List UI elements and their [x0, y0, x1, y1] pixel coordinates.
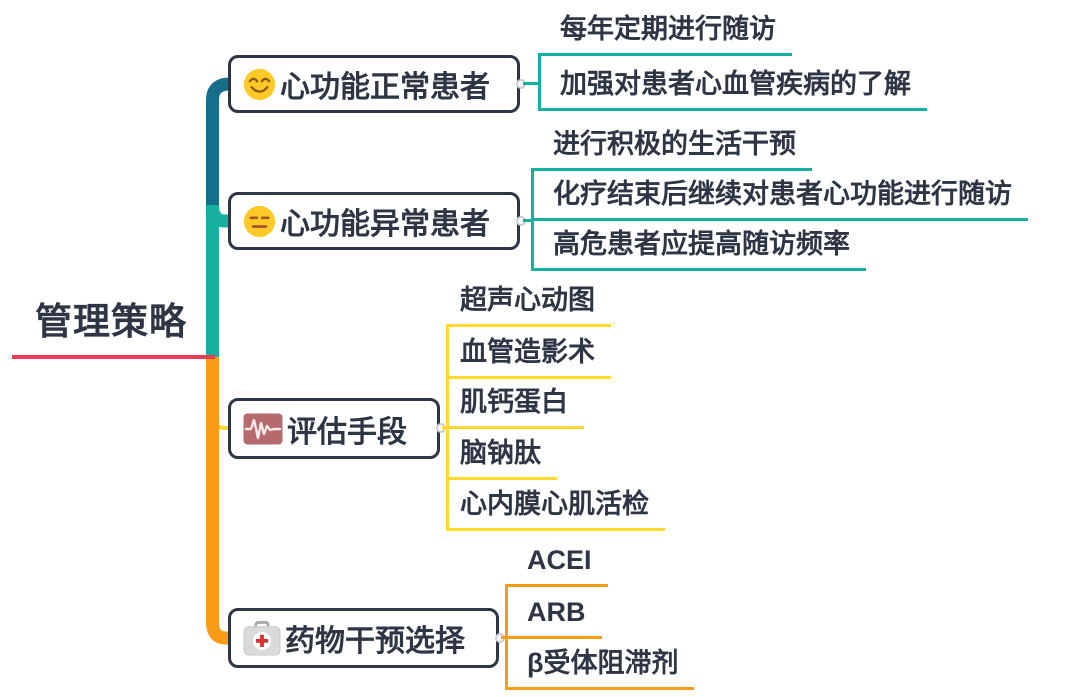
node-label: 心功能异常患者 — [280, 208, 490, 241]
children-bracket-normal — [538, 53, 541, 111]
node-label: 药物干预选择 — [285, 625, 465, 658]
leaf-endomyocardial-biopsy[interactable]: 心内膜心肌活检 — [446, 485, 665, 531]
smiling-face-icon — [243, 68, 276, 101]
leaf-arb[interactable]: ARB — [505, 593, 602, 639]
node-label: 心功能正常患者 — [280, 71, 490, 104]
first-aid-kit-icon — [243, 620, 281, 656]
children-stub-normal — [523, 82, 538, 85]
children-stub-drug — [501, 636, 505, 639]
branch-normal-connector — [206, 77, 231, 214]
leaf-post-chemo-followup[interactable]: 化疗结束后继续对患者心功能进行随访 — [531, 175, 1028, 221]
node-drug-intervention[interactable]: 药物干预选择 — [228, 608, 499, 668]
leaf-lifestyle-intervention[interactable]: 进行积极的生活干预 — [531, 125, 812, 171]
children-stub-abnormal — [523, 219, 531, 222]
leaf-beta-blocker[interactable]: β受体阻滞剂 — [505, 644, 695, 690]
branch-drug-connector — [206, 357, 230, 645]
ecg-monitor-icon — [243, 413, 283, 445]
leaf-bnp[interactable]: 脑钠肽 — [446, 434, 557, 480]
node-assessment-methods[interactable]: 评估手段 — [228, 398, 440, 459]
node-label: 评估手段 — [287, 415, 407, 449]
node-normal-cardiac-function[interactable]: 心功能正常患者 — [228, 55, 520, 113]
leaf-angiography[interactable]: 血管造影术 — [446, 333, 611, 379]
leaf-acei[interactable]: ACEI — [505, 541, 608, 587]
leaf-echocardiogram[interactable]: 超声心动图 — [446, 281, 611, 327]
leaf-cvd-awareness[interactable]: 加强对患者心血管疾病的了解 — [538, 65, 927, 111]
children-stub-assessment — [442, 426, 446, 429]
leaf-troponin[interactable]: 肌钙蛋白 — [446, 383, 584, 429]
node-abnormal-cardiac-function[interactable]: 心功能异常患者 — [228, 192, 520, 250]
leaf-annual-followup[interactable]: 每年定期进行随访 — [538, 10, 792, 56]
expressionless-face-icon — [243, 205, 276, 238]
leaf-highrisk-frequency[interactable]: 高危患者应提高随访频率 — [531, 225, 866, 271]
root-node-management-strategy[interactable]: 管理策略 — [35, 301, 187, 342]
